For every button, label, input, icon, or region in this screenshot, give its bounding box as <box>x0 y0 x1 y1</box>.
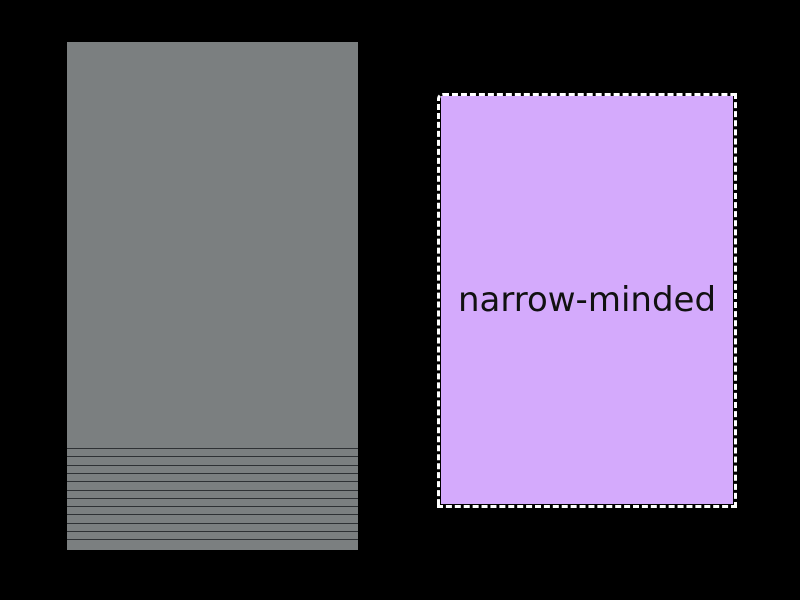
flash-card[interactable]: narrow-minded <box>441 96 733 504</box>
card-edge-line <box>67 531 358 532</box>
card-edge-line <box>67 456 358 457</box>
card-edge-line <box>67 448 358 449</box>
card-edge-line <box>67 498 358 499</box>
flash-card-term: narrow-minded <box>457 280 717 320</box>
card-drop-zone[interactable] <box>437 93 737 508</box>
card-edge-line <box>67 506 358 507</box>
stacked-card-edges <box>67 448 358 550</box>
card-edge-line <box>67 523 358 524</box>
card-edge-line <box>67 539 358 540</box>
card-edge-line <box>67 490 358 491</box>
card-edge-line <box>67 481 358 482</box>
card-edge-line <box>67 514 358 515</box>
card-deck-stack[interactable] <box>67 42 358 550</box>
card-edge-line <box>67 473 358 474</box>
card-edge-line <box>67 465 358 466</box>
